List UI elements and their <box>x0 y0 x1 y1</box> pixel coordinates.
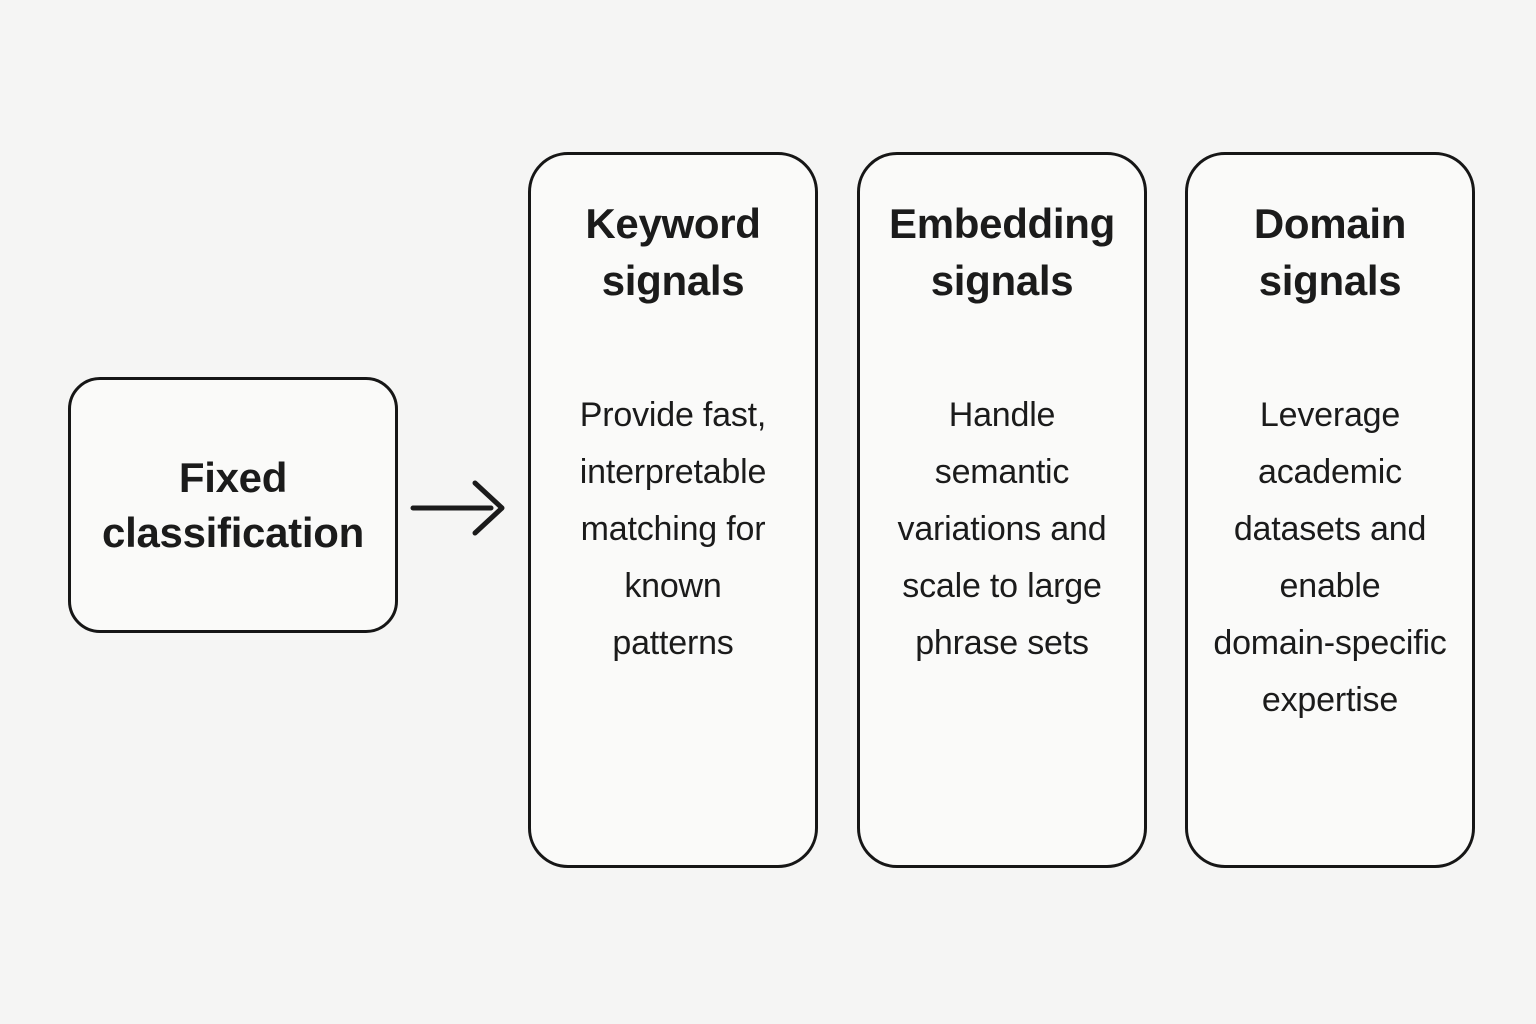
domain-signals-title: Domain signals <box>1253 200 1407 304</box>
embedding-signals-description: Handle semantic variations and scale to … <box>897 396 1107 662</box>
fixed-classification-node: Fixed classification <box>68 377 398 633</box>
embedding-signals-title: Embedding signals <box>889 200 1115 304</box>
keyword-signals-card: Keyword signals Provide fast, interpreta… <box>528 152 818 868</box>
keyword-signals-description: Provide fast, interpretable matching for… <box>579 396 767 662</box>
domain-signals-description: Leverage academic datasets and enable do… <box>1213 396 1447 719</box>
fixed-classification-label: Fixed classification <box>102 454 364 556</box>
right-arrow-icon <box>410 480 505 536</box>
keyword-signals-title: Keyword signals <box>585 200 761 304</box>
domain-signals-card: Domain signals Leverage academic dataset… <box>1185 152 1475 868</box>
embedding-signals-card: Embedding signals Handle semantic variat… <box>857 152 1147 868</box>
